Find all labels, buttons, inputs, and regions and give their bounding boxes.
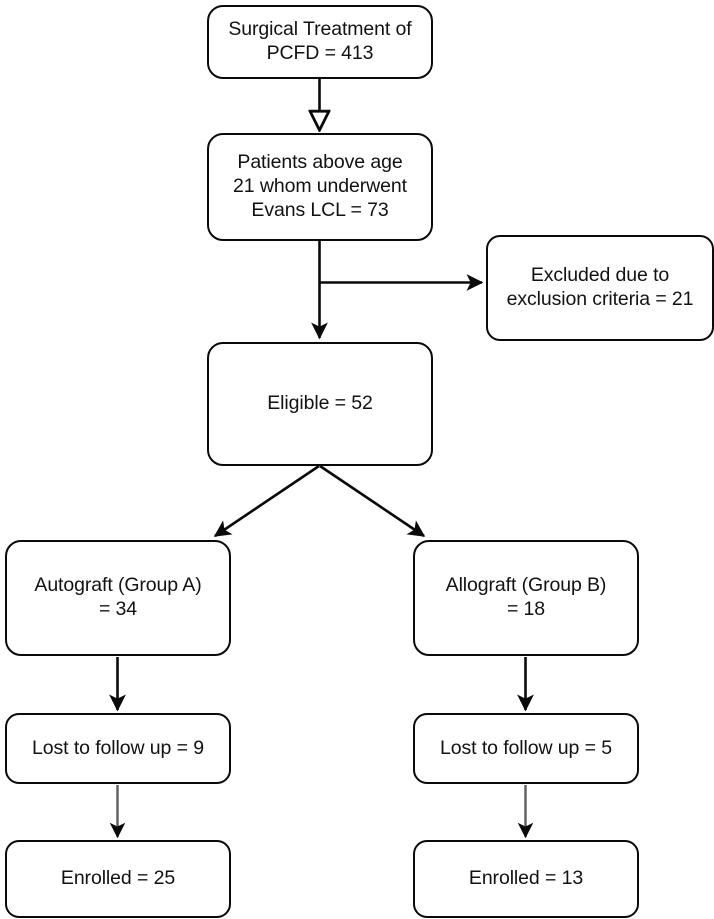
node-excluded-criteria: Excluded due to exclusion criteria = 21 — [486, 235, 714, 341]
node-enrolled-group-a: Enrolled = 25 — [5, 840, 231, 918]
node-label: Enrolled = 13 — [468, 867, 584, 890]
node-label: Enrolled = 25 — [60, 867, 176, 890]
node-label: Lost to follow up = 5 — [440, 736, 612, 759]
node-label: Surgical Treatment of PCFD = 413 — [228, 18, 412, 64]
node-lost-to-follow-up-group-b: Lost to follow up = 5 — [413, 713, 639, 784]
node-label: Patients above age 21 whom underwent Eva… — [233, 151, 407, 221]
node-surgical-treatment-pcfd: Surgical Treatment of PCFD = 413 — [207, 5, 433, 79]
node-enrolled-group-b: Enrolled = 13 — [413, 840, 639, 918]
node-label: Excluded due to exclusion criteria = 21 — [506, 264, 694, 310]
edge-eligible-to-autograft — [213, 464, 320, 538]
node-label: Allograft (Group B) = 18 — [445, 574, 607, 620]
node-eligible: Eligible = 52 — [207, 342, 433, 466]
node-label: Lost to follow up = 9 — [32, 736, 204, 759]
node-label: Eligible = 52 — [267, 392, 373, 415]
node-label: Autograft (Group A) = 34 — [34, 574, 202, 620]
node-autograft-group-a: Autograft (Group A) = 34 — [5, 540, 231, 656]
node-patients-above-age-21: Patients above age 21 whom underwent Eva… — [207, 133, 433, 241]
node-allograft-group-b: Allograft (Group B) = 18 — [413, 540, 639, 656]
edge-eligible-to-allograft — [319, 464, 426, 538]
node-lost-to-follow-up-group-a: Lost to follow up = 9 — [5, 713, 231, 784]
